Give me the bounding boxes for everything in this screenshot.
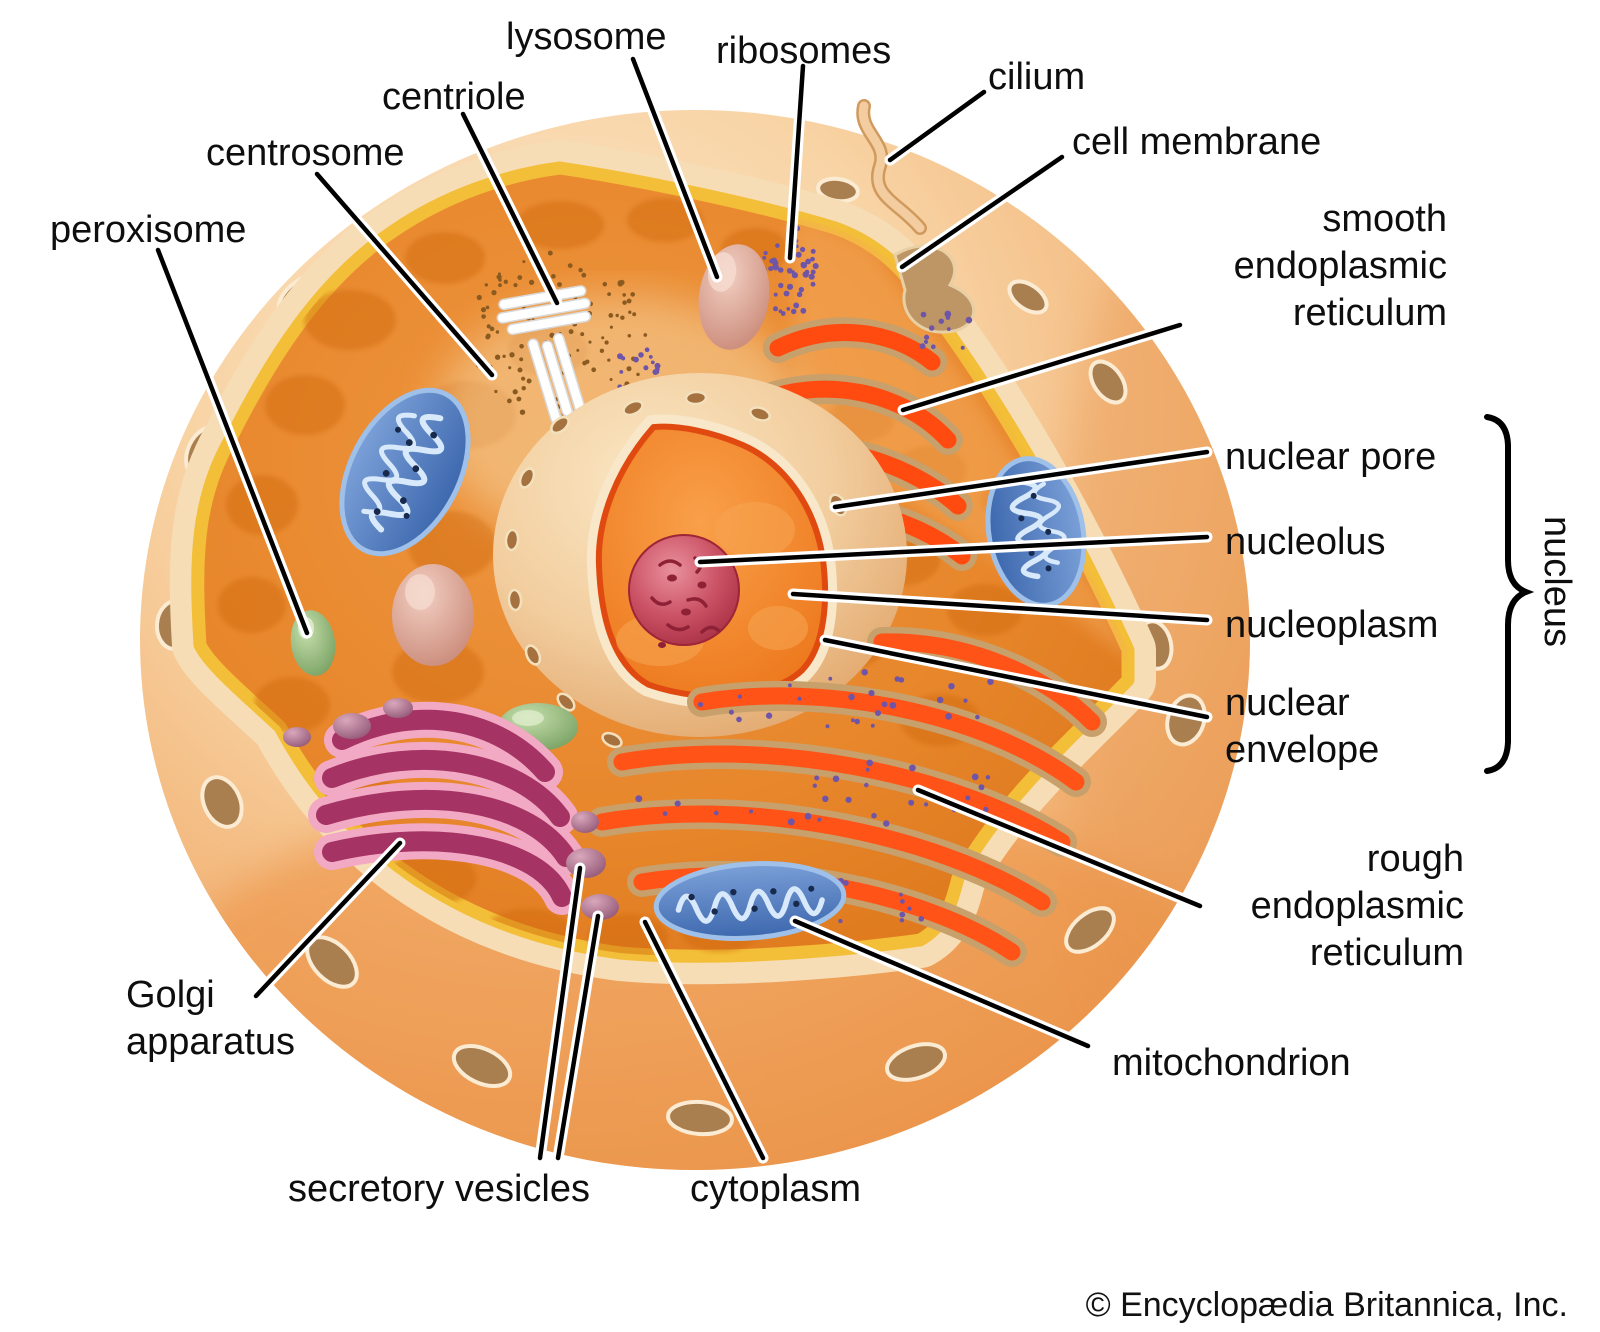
label-nuclear-envelope: nuclear envelope (1225, 682, 1380, 771)
label-cytoplasm: cytoplasm (690, 1168, 862, 1210)
label-centriole: centriole (382, 76, 526, 118)
leader-lines (152, 53, 1213, 1164)
label-nucleoplasm: nucleoplasm (1225, 604, 1439, 646)
label-nucleolus: nucleolus (1225, 521, 1386, 563)
ribosomes-on-rough-er (919, 310, 973, 350)
label-peroxisome: peroxisome (50, 209, 247, 251)
vesicle-sphere (392, 564, 474, 666)
nucleus-organelle (493, 373, 907, 765)
label-golgi-apparatus: Golgi apparatus (126, 974, 296, 1063)
cilium-organelle (856, 99, 927, 235)
mitochondrion-organelle (339, 387, 471, 557)
copyright-text: © Encyclopædia Britannica, Inc. (1085, 1286, 1568, 1324)
label-cilium: cilium (988, 56, 1086, 98)
label-nucleus: nucleus (1536, 516, 1578, 647)
label-ribosomes: ribosomes (716, 30, 892, 72)
nucleus-bracket (1484, 414, 1535, 774)
label-mitochondrion: mitochondrion (1112, 1042, 1351, 1084)
ribosomes-on-rough-er (635, 759, 991, 827)
label-rough-er: rough endoplasmic reticulum (1250, 838, 1464, 974)
label-nuclear-pore: nuclear pore (1225, 436, 1437, 478)
label-cell-membrane: cell membrane (1072, 121, 1322, 163)
ribosomes-on-rough-er (697, 668, 994, 729)
label-lysosome: lysosome (506, 16, 667, 58)
golgi-apparatus-organelle (308, 701, 584, 915)
label-smooth-er: smooth endoplasmic reticulum (1233, 198, 1447, 334)
centriole-organelle (496, 285, 592, 425)
label-secretory-vesicles: secretory vesicles (288, 1168, 590, 1210)
secretory-vesicles-organelle (283, 698, 619, 920)
label-centrosome: centrosome (206, 132, 405, 174)
